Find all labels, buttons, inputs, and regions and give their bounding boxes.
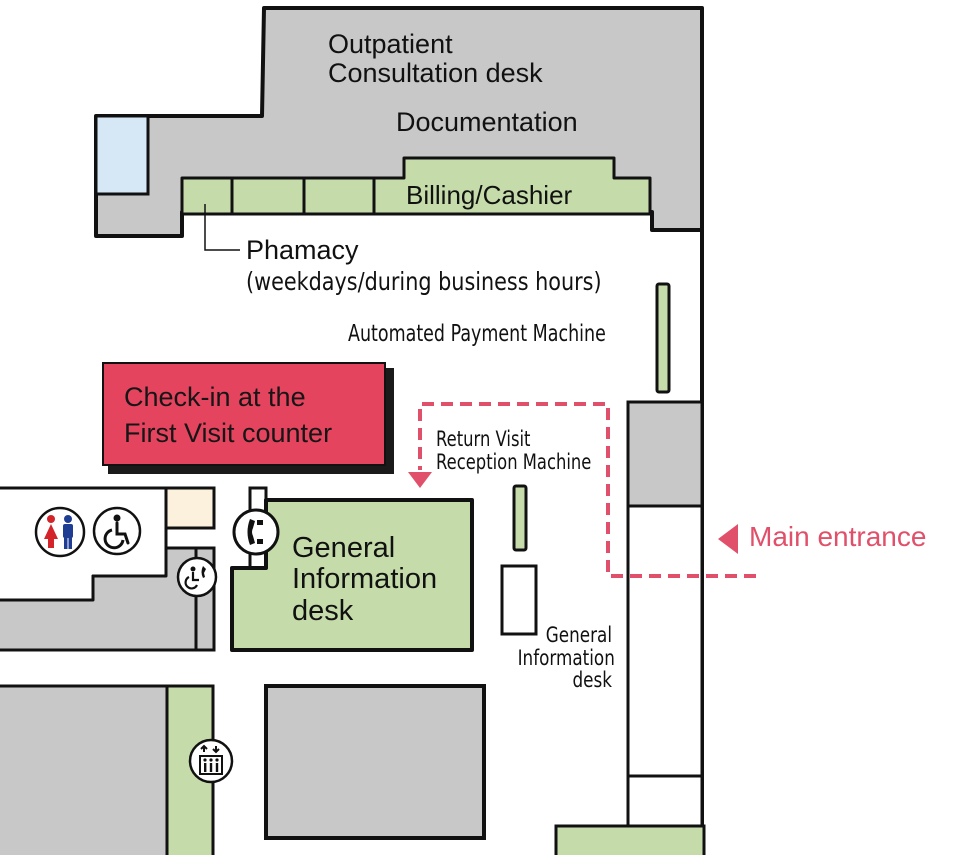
beige-room [164, 486, 216, 530]
main-entrance-label: Main entrance [749, 521, 927, 552]
info-kiosk [500, 564, 538, 636]
general-info-main-label: General Information desk [292, 532, 438, 627]
entrance-route [418, 402, 756, 578]
pharmacy-hours-label: (weekdays/during business hours) [246, 267, 602, 296]
billing-label: Billing/Cashier [406, 180, 573, 210]
general-info-desk [230, 498, 474, 652]
general-info-small-label: General Information desk [517, 623, 615, 693]
bottom-green-area [554, 824, 706, 855]
phone-icon [232, 508, 280, 556]
checkin-label: Check-in at the First Visit counter [124, 382, 333, 448]
billing-strip [180, 156, 652, 216]
blue-room [94, 114, 150, 196]
return-visit-machine [512, 484, 528, 552]
elevator-icon [188, 738, 234, 784]
payment-machine-label: Automated Payment Machine [348, 321, 606, 347]
restroom-icon [34, 506, 86, 558]
accessible-phone-icon [176, 556, 218, 598]
wheelchair-icon [92, 506, 142, 556]
outpatient-label: Outpatient Consultation desk [328, 29, 543, 89]
payment-machine [655, 282, 671, 394]
documentation-label: Documentation [396, 107, 578, 137]
pharmacy-label: Phamacy [246, 235, 359, 265]
checkin-box [102, 362, 386, 466]
entrance-arrow [718, 524, 738, 554]
return-visit-label: Return Visit Reception Machine [436, 427, 592, 474]
